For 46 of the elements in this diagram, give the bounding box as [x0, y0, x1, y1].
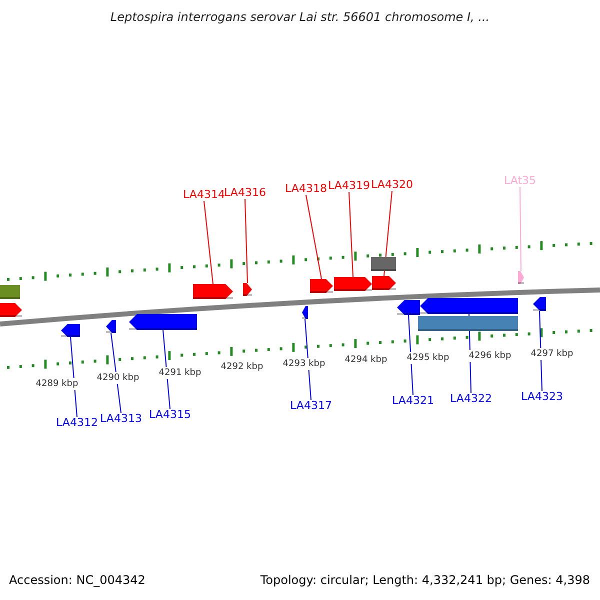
map-title: Leptospira interrogans serovar Lai str. 56601 chromosome I, ...: [110, 11, 490, 23]
gene-label: LA4323: [521, 391, 563, 403]
info-text: Topology: circular; Length: 4,332,241 bp; Genes: 4,398: [260, 574, 590, 586]
gene-label: LA4322: [450, 393, 492, 405]
scale-label: 4295 kbp: [406, 352, 450, 364]
gene-block: [310, 279, 333, 293]
gene-bar: [0, 285, 20, 299]
info-text: Accession: NC_004342: [9, 574, 146, 586]
gene-bar: [371, 257, 396, 271]
scale-label: 4291 kbp: [158, 367, 202, 379]
gene-label: LA4313: [100, 413, 142, 425]
gene-label: LA4314: [183, 189, 225, 201]
gene-block: [372, 276, 396, 290]
gene-block: [533, 297, 546, 311]
gene-block: [518, 271, 524, 284]
gene-label: LA4317: [290, 400, 332, 412]
gene-block: [334, 277, 372, 291]
gene-label: LA4320: [371, 179, 413, 191]
gene-label: LA4312: [56, 417, 98, 429]
scale-label: 4297 kbp: [530, 348, 574, 360]
leader-line: [244, 198, 248, 284]
scale-label: 4289 kbp: [34, 378, 80, 390]
gene-block: [302, 306, 308, 319]
gene-label: LA4316: [224, 187, 266, 199]
gene-block: [61, 324, 80, 337]
leader-line: [204, 200, 214, 284]
gene-label: LA4315: [149, 409, 191, 421]
gene-block: [193, 284, 233, 299]
gene-label: LAt35: [504, 175, 536, 187]
gene-label: LA4318: [285, 183, 327, 195]
scale-label: 4290 kbp: [96, 372, 140, 384]
leader-line: [520, 186, 522, 272]
scale-label: 4294 kbp: [344, 354, 388, 366]
gene-bar: [418, 316, 518, 331]
gene-label: LA4319: [328, 180, 370, 192]
gene-block: [397, 300, 420, 315]
scale-label: 4296 kbp: [468, 350, 512, 362]
gene-block: [106, 320, 116, 333]
gene-block: [0, 303, 22, 317]
leader-line: [306, 194, 322, 280]
gene-block: [243, 283, 252, 296]
scale-label: 4292 kbp: [220, 361, 264, 373]
gene-label: LA4321: [392, 395, 434, 407]
leader-line: [348, 192, 354, 278]
gene-block: [129, 314, 197, 330]
scale-label: 4293 kbp: [282, 358, 326, 370]
